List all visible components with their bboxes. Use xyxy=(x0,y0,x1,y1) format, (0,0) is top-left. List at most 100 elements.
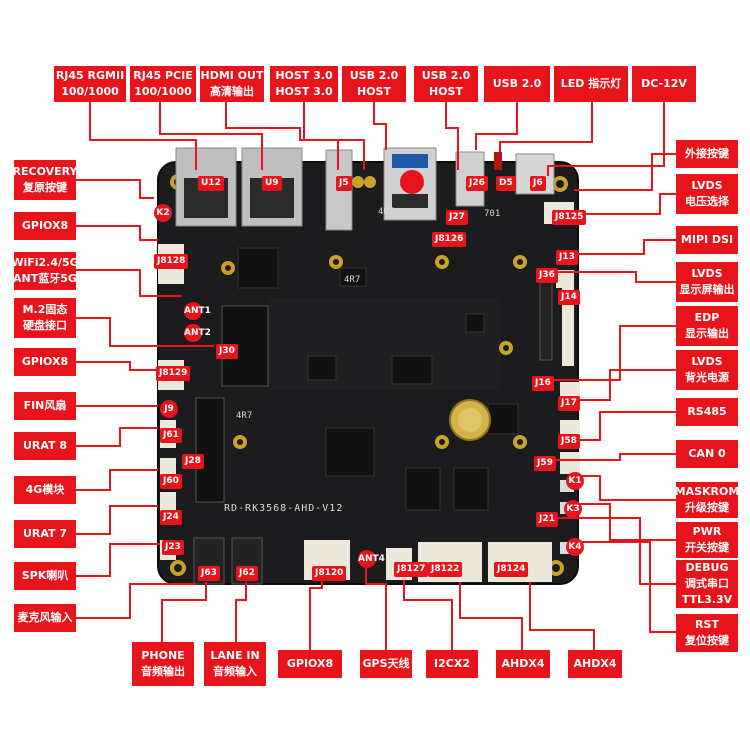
pin-jb126: J8126 xyxy=(432,232,467,247)
leader-line xyxy=(552,453,676,461)
pmic xyxy=(237,247,279,289)
pin-u9: U9 xyxy=(262,176,282,191)
leader-line xyxy=(566,193,676,215)
soc xyxy=(325,427,375,477)
pin-j62: J62 xyxy=(236,566,258,581)
m2-4g-slot xyxy=(195,397,225,503)
leader-line xyxy=(76,179,154,199)
callout-ahdx4-a: AHDX4 xyxy=(496,650,550,678)
callout-4g: 4G模块 xyxy=(14,476,76,504)
leader-line xyxy=(529,582,595,650)
callout-host30: HOST 3.0 HOST 3.0 xyxy=(270,66,338,102)
leader-line xyxy=(303,102,365,170)
callout-lvds-bl: LVDS 背光电源 xyxy=(676,350,738,390)
callout-usb20: USB 2.0 xyxy=(484,66,550,102)
leader-line xyxy=(576,411,676,441)
leader-line xyxy=(309,580,323,650)
pin-j5: J5 xyxy=(336,176,352,191)
leader-line xyxy=(580,503,676,541)
callout-rj45-pcie: RJ45 PCIE 100/1000 xyxy=(130,66,196,102)
leader-line xyxy=(552,325,676,381)
leader-lines xyxy=(76,102,676,650)
pin-j63: J63 xyxy=(198,566,220,581)
pin-j6: J6 xyxy=(530,176,546,191)
pin-j17: J17 xyxy=(558,396,580,411)
pin-jb124: J8124 xyxy=(494,562,529,577)
pin-j36: J36 xyxy=(536,268,558,283)
pin-jb125: J8125 xyxy=(552,210,587,225)
callout-gps: GPS天线 xyxy=(360,650,412,678)
ram-b xyxy=(453,467,489,511)
callout-mic: 麦克风输入 xyxy=(14,604,76,632)
callout-lvds-volt: LVDS 电压选择 xyxy=(676,174,738,214)
pin-ant4: ANT4 xyxy=(358,550,385,568)
pin-u12: U12 xyxy=(198,176,224,191)
pin-j59: J59 xyxy=(534,456,556,471)
pin-ant1: ANT1 xyxy=(184,302,211,320)
pin-j30: J30 xyxy=(216,344,238,359)
pin-j21: J21 xyxy=(536,512,558,527)
ram-c xyxy=(487,403,519,435)
leader-line xyxy=(76,583,196,619)
leader-line xyxy=(76,225,158,241)
leader-line xyxy=(76,361,156,371)
callout-gpiox8-b: GPIOX8 xyxy=(14,348,76,376)
pin-k4: K4 xyxy=(566,538,584,556)
callout-ext-key: 外接按键 xyxy=(676,140,738,168)
callout-pwr: PWR 开关按键 xyxy=(676,522,738,558)
pin-ant2: ANT2 xyxy=(184,324,211,342)
leader-line xyxy=(235,582,247,642)
callout-ahdx4-b: AHDX4 xyxy=(568,650,622,678)
pin-j26: J26 xyxy=(466,176,488,191)
leader-line xyxy=(76,543,160,577)
leader-line xyxy=(574,153,676,191)
leader-line xyxy=(556,517,676,585)
leader-line xyxy=(556,271,676,283)
callout-usb20-host-b: USB 2.0 HOST xyxy=(414,66,478,102)
leader-line xyxy=(459,582,523,650)
board-silk-label: RD-RK3568-AHD-V12 xyxy=(224,503,344,514)
callout-fan: FIN风扇 xyxy=(14,392,76,420)
callout-urat7: URAT 7 xyxy=(14,520,76,548)
callout-lvds-disp: LVDS 显示屏输出 xyxy=(676,262,738,302)
leader-line xyxy=(89,102,197,170)
callout-phone: PHONE 音频输出 xyxy=(132,642,194,686)
pin-j14: J14 xyxy=(558,290,580,305)
callout-wifi: WiFi2.4/5G ANT蓝牙5G xyxy=(11,252,79,290)
pin-j27: J27 xyxy=(446,210,468,225)
callout-gpiox8-c: GPIOX8 xyxy=(278,650,342,678)
leader-line xyxy=(576,369,676,401)
leader-line xyxy=(76,269,182,297)
pin-jb128: J8128 xyxy=(154,254,189,269)
callout-rst: RST 复位按键 xyxy=(676,614,738,652)
pin-j58: J58 xyxy=(558,434,580,449)
pin-j13: J13 xyxy=(556,250,578,265)
callout-rs485: RS485 xyxy=(676,398,738,426)
callout-dc12v: DC-12V xyxy=(632,66,696,102)
pin-k2: K2 xyxy=(154,204,172,222)
callout-lanein: LANE IN 音频输入 xyxy=(204,642,266,686)
callout-i2cx2: I2CX2 xyxy=(426,650,478,678)
pin-j24: J24 xyxy=(160,510,182,525)
leader-line xyxy=(159,102,263,170)
bridge-chip xyxy=(391,355,433,385)
pin-k1: K1 xyxy=(566,472,584,490)
pin-j61: J61 xyxy=(160,428,182,443)
leader-line xyxy=(403,580,453,650)
pin-k3: K3 xyxy=(564,500,582,518)
ram-a xyxy=(405,467,441,511)
mipi-connector xyxy=(539,279,553,361)
led xyxy=(494,152,502,170)
pin-j28: J28 xyxy=(182,454,204,469)
pin-d5: D5 xyxy=(496,176,516,191)
pin-jb120: J8120 xyxy=(312,566,347,581)
callout-mipi: MIPI DSI xyxy=(676,226,738,254)
leader-line xyxy=(445,102,459,170)
leader-line xyxy=(76,469,158,491)
callout-debug: DEBUG 调式串口 TTL3.3V xyxy=(676,560,738,608)
leader-line xyxy=(76,505,158,535)
leader-line xyxy=(574,239,676,255)
leader-line xyxy=(499,102,593,152)
pin-jb129: J8129 xyxy=(156,366,191,381)
